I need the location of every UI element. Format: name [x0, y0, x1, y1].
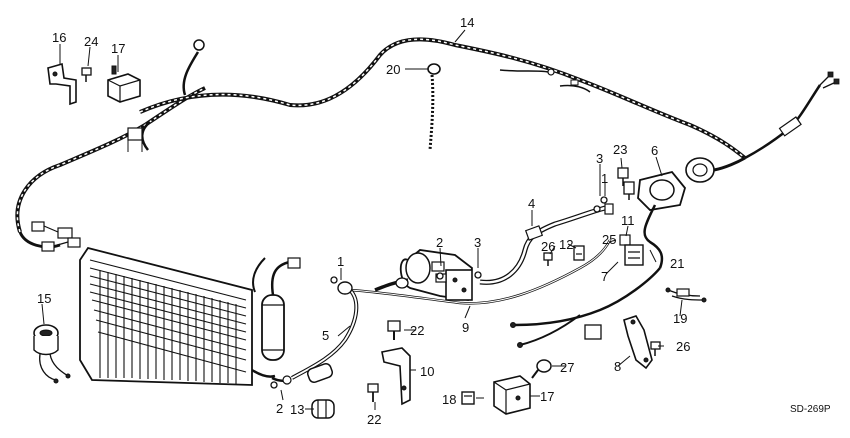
callouts: 14 16 24 17 20 15 6 23 3 1 4 11 25 26 12…: [37, 15, 831, 427]
callout-18: 18: [442, 392, 456, 407]
sub-harness: [510, 267, 661, 348]
callout-22-lower: 22: [367, 412, 381, 427]
callout-24: 24: [84, 34, 98, 49]
sleeve-13: [311, 399, 335, 419]
compressor: [399, 249, 473, 302]
callout-10: 10: [420, 364, 434, 379]
bracket-16: [47, 62, 77, 106]
sensor-22-lower: [367, 383, 379, 402]
callout-1-left: 1: [337, 254, 344, 269]
callout-13: 13: [290, 402, 304, 417]
callout-25: 25: [602, 232, 616, 247]
refrigerant-lines: [270, 196, 631, 389]
bracket-8: [623, 315, 653, 370]
callout-9: 9: [462, 320, 469, 335]
evaporator-fitting: [624, 156, 746, 269]
callout-15: 15: [37, 291, 51, 306]
callout-21: 21: [670, 256, 684, 271]
sensor-25: [623, 181, 635, 200]
callout-2-top: 2: [436, 235, 443, 250]
connector-19: [665, 287, 707, 303]
clamp-27: [531, 359, 552, 379]
sensor-22-upper: [387, 320, 401, 340]
sensor-23: [617, 167, 629, 186]
callout-5: 5: [322, 328, 329, 343]
bolt-26-left: [543, 252, 553, 266]
callout-19: 19: [673, 311, 687, 326]
clip-18: [461, 391, 475, 405]
bolt-26-right: [650, 341, 661, 356]
callout-27: 27: [560, 360, 574, 375]
callout-6: 6: [651, 143, 658, 158]
leader-lines: [41, 29, 683, 410]
clip-12: [573, 245, 585, 261]
bracket-10: [381, 347, 411, 406]
callout-4: 4: [528, 196, 535, 211]
relay-17: [107, 65, 141, 103]
callout-11: 11: [621, 213, 635, 228]
callout-12: 12: [559, 237, 573, 252]
switch-15: [33, 324, 71, 384]
callout-20: 20: [386, 62, 400, 77]
callout-14: 14: [460, 15, 474, 30]
tie-strap-20: [427, 63, 441, 151]
wire-harness: [15, 37, 840, 252]
relay-17-lower: [493, 375, 531, 415]
callout-2-bottom: 2: [276, 401, 283, 416]
callout-1-right: 1: [601, 171, 608, 186]
condenser: [79, 246, 301, 386]
callout-26-left: 26: [541, 239, 555, 254]
drawing-code: SD-269P: [790, 404, 831, 415]
bolt-24: [81, 67, 92, 82]
callout-23: 23: [613, 142, 627, 157]
callout-17-lower: 17: [540, 389, 554, 404]
callout-8: 8: [614, 359, 621, 374]
callout-22-upper: 22: [410, 323, 424, 338]
callout-26-right: 26: [676, 339, 690, 354]
callout-3-right: 3: [596, 151, 603, 166]
callout-16: 16: [52, 30, 66, 45]
callout-3-left: 3: [474, 235, 481, 250]
callout-7: 7: [601, 269, 608, 284]
callout-17-top: 17: [111, 41, 125, 56]
